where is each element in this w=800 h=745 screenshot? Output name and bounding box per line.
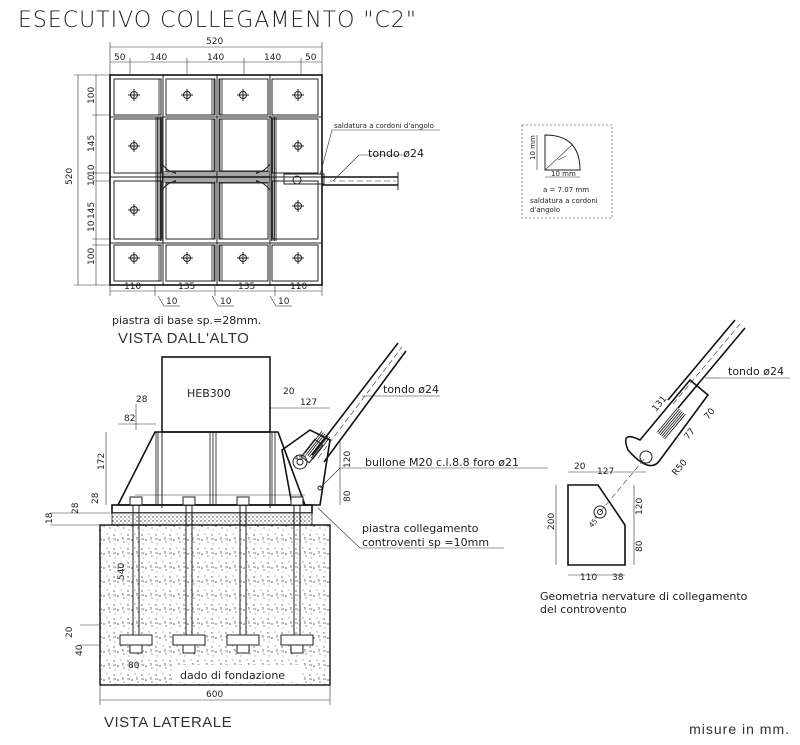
side-view: HEB300 tondo ø24 — [45, 342, 548, 705]
bottom-dimensions: 110 135 135 110 10 10 10 piastra di base… — [109, 282, 323, 327]
rib-rod-label: tondo ø24 — [728, 365, 784, 378]
bolt-head — [292, 454, 308, 470]
gusset-note-1: piastra collegamento — [362, 522, 479, 535]
dim-side-28c: 28 — [71, 502, 81, 514]
rib-dim-45: 45° — [587, 515, 601, 530]
rib-gusset — [567, 484, 626, 566]
foundation-label: dado di fondazione — [180, 669, 285, 682]
anchor-bolts — [119, 496, 314, 654]
foundation-block — [99, 524, 331, 686]
dim-bottom-1: 135 — [178, 282, 195, 292]
dim-top-0: 50 — [114, 53, 126, 63]
rib-dim-120: 120 — [635, 498, 645, 515]
dim-side-540: 540 — [117, 563, 127, 580]
rib-detail: tondo ø24 131 70 77 R50 45° 20 127 200 1… — [540, 319, 790, 616]
dim-top-4: 50 — [305, 53, 317, 63]
weld-leg-h: 10 mm — [551, 170, 576, 178]
column-label: HEB300 — [187, 387, 231, 400]
base-plate — [109, 74, 323, 286]
dim-side-18: 18 — [45, 512, 55, 524]
dim-top-3: 140 — [264, 53, 281, 63]
dim-left-0: 100 — [87, 87, 97, 104]
rib-caption-2: del controvento — [540, 603, 627, 616]
drawing-title: ESECUTIVO COLLEGAMENTO "C2" — [18, 8, 418, 33]
rib-dim-200: 200 — [547, 513, 557, 530]
rib-dim-70: 70 — [703, 407, 718, 422]
dim-gap-1: 10 — [220, 297, 232, 307]
rib-caption-1: Geometria nervature di collegamento — [540, 590, 748, 603]
weld-note: saldatura a cordoni d'angolo — [334, 122, 434, 130]
weld-throat: a = 7.07 mm — [543, 186, 589, 194]
dim-total-top: 520 — [206, 37, 223, 47]
rod-lug — [624, 378, 710, 467]
dim-left-2: 10 — [87, 164, 97, 176]
plate-note: piastra di base sp.=28mm. — [112, 314, 261, 327]
side-view-label: VISTA LATERALE — [104, 714, 233, 731]
rib-dim-20: 20 — [574, 462, 586, 472]
side-dimensions: 28 82 20 127 172 120 80 28 28 18 540 20 … — [45, 387, 353, 705]
dim-left-1: 145 — [87, 135, 97, 152]
top-view: 520 50 140 140 140 50 520 100 145 — [65, 37, 440, 327]
side-rod: tondo ø24 — [300, 342, 440, 464]
dim-bottom-0: 110 — [124, 282, 141, 292]
dim-top-2: 140 — [207, 53, 224, 63]
heb-section-welds — [155, 79, 277, 281]
dim-bottom-2: 135 — [238, 282, 255, 292]
dim-left-5: 10 — [87, 220, 97, 232]
dim-side-120: 120 — [343, 451, 353, 468]
dim-side-45: 45° — [294, 454, 306, 462]
dim-side-20: 20 — [283, 387, 295, 397]
dim-left-4: 145 — [87, 202, 97, 219]
dim-gap-0: 10 — [166, 297, 178, 307]
dim-side-82: 82 — [124, 414, 135, 424]
top-view-label: VISTA DALL'ALTO — [118, 330, 250, 347]
dim-left-3: 10 — [87, 174, 97, 186]
stiffener — [116, 431, 307, 506]
bolt-holes — [128, 89, 304, 264]
dim-top-1: 140 — [150, 53, 167, 63]
weld-detail: 10 mm 10 mm a = 7.07 mm saldatura a cord… — [521, 124, 613, 219]
dim-gap-2: 10 — [278, 297, 290, 307]
rib-dim-77: 77 — [683, 427, 698, 442]
left-dimensions: 520 100 145 10 10 145 10 100 — [65, 74, 110, 286]
rib-dim-38: 38 — [612, 573, 624, 583]
weld-leg-v: 10 mm — [529, 135, 537, 160]
rib-dim-80: 80 — [635, 540, 645, 552]
dim-side-40: 40 — [75, 644, 85, 656]
dim-side-127: 127 — [300, 398, 317, 408]
top-rod-label: tondo ø24 — [368, 147, 424, 160]
dim-left-6: 100 — [87, 248, 97, 265]
dim-bottom-3: 110 — [290, 282, 307, 292]
rib-dim-110: 110 — [580, 573, 597, 583]
dim-side-172: 172 — [97, 453, 107, 470]
dim-side-28b: 28 — [91, 492, 101, 504]
rib-dim-r50: R50 — [671, 458, 690, 478]
top-rod: tondo ø24 saldatura a cordoni d'angolo — [283, 122, 440, 190]
weld-note-2: d'angolo — [530, 206, 560, 214]
dim-side-80: 80 — [343, 490, 353, 502]
dim-side-28a: 28 — [136, 395, 148, 405]
side-rod-label: tondo ø24 — [383, 383, 439, 396]
dim-total-left: 520 — [65, 168, 75, 185]
weld-note-1: saldatura a cordoni — [530, 197, 598, 205]
dim-side-20b: 20 — [65, 626, 75, 638]
rib-dim-131: 131 — [651, 394, 670, 414]
side-base-plate — [111, 504, 313, 514]
bolt-label: bullone M20 c.l.8.8 foro ø21 — [365, 456, 519, 469]
brace-gusset — [281, 429, 331, 506]
dim-side-600: 600 — [206, 690, 223, 700]
grout-layer — [111, 512, 313, 526]
units-note: misure in mm. — [689, 721, 790, 737]
top-dimensions: 520 50 140 140 140 50 — [109, 37, 323, 75]
dim-side-80b: 80 — [128, 661, 140, 671]
rib-dim-127: 127 — [597, 467, 614, 477]
gusset-note-2: controventi sp =10mm — [362, 536, 489, 549]
